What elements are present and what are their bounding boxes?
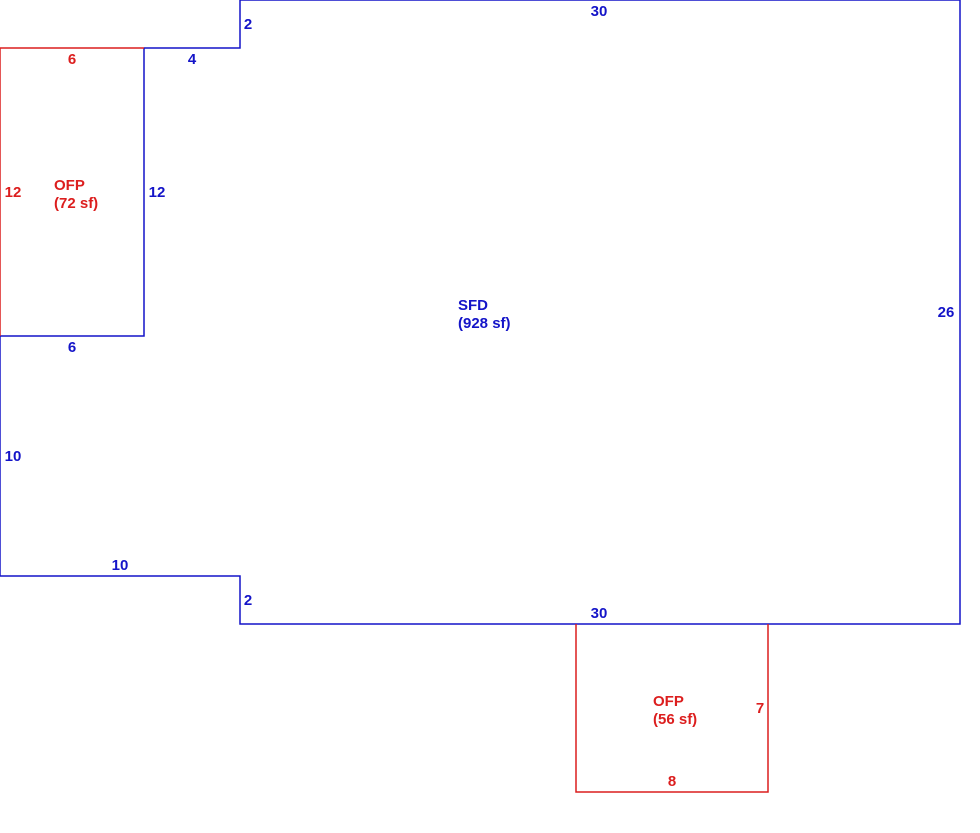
dim-sfd-step-bottom: 2 [244, 592, 252, 609]
dim-ofp-left-side: 12 [5, 184, 22, 201]
dim-sfd-top: 30 [591, 3, 608, 20]
ofp-bottom-outline [575, 624, 769, 793]
dim-ofp-bottom-right: 7 [756, 700, 764, 717]
area-sfd-size: (928 sf) [458, 315, 511, 332]
area-ofp-left-code: OFP [54, 177, 85, 194]
dim-ofp-left-top: 6 [68, 51, 76, 68]
dim-sfd-bottom-left: 10 [112, 557, 129, 574]
area-ofp-bottom-size: (56 sf) [653, 711, 697, 728]
area-ofp-left-size: (72 sf) [54, 195, 98, 212]
dim-sfd-top-left: 4 [188, 51, 197, 68]
dim-ofp-bottom-bottom: 8 [668, 773, 676, 790]
dim-sfd-left: 10 [5, 448, 22, 465]
dim-sfd-step-top: 2 [244, 16, 252, 33]
dim-sfd-notch-bottom: 6 [68, 339, 76, 356]
dim-sfd-right: 26 [938, 304, 955, 321]
dim-sfd-bottom: 30 [591, 605, 608, 622]
area-ofp-bottom-code: OFP [653, 693, 684, 710]
sfd-outline [0, 0, 961, 625]
dim-sfd-notch-side: 12 [149, 184, 166, 201]
ofp-left-outline [0, 47, 144, 336]
area-sfd-code: SFD [458, 297, 488, 314]
